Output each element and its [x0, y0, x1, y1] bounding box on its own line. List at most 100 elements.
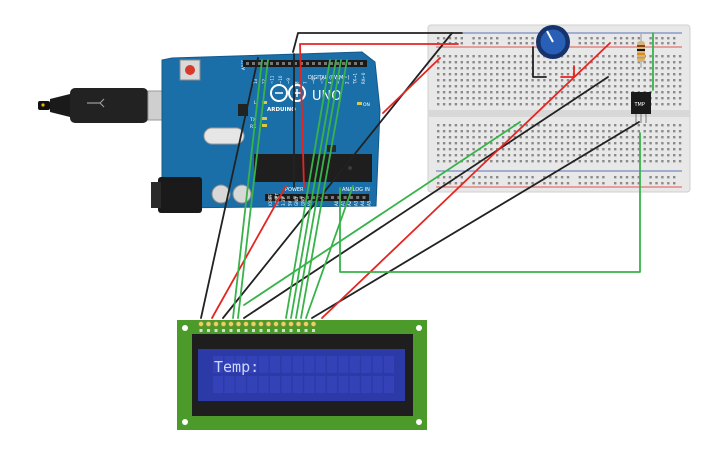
breadboard-hole[interactable]: [490, 103, 493, 106]
breadboard-hole[interactable]: [507, 160, 511, 163]
breadboard-hole[interactable]: [661, 97, 664, 100]
breadboard-hole[interactable]: [549, 61, 552, 64]
breadboard-hole[interactable]: [448, 160, 452, 163]
breadboard-hole[interactable]: [501, 142, 505, 145]
breadboard-hole[interactable]: [519, 97, 522, 100]
digital-header-pin[interactable]: [330, 62, 333, 65]
breadboard-hole[interactable]: [614, 61, 617, 64]
breadboard-rail-hole[interactable]: [496, 37, 499, 40]
breadboard-hole[interactable]: [519, 130, 522, 133]
breadboard-hole[interactable]: [619, 85, 623, 88]
breadboard-hole[interactable]: [437, 148, 440, 151]
breadboard-hole[interactable]: [531, 79, 534, 82]
digital-header-pin[interactable]: [354, 62, 357, 65]
breadboard-hole[interactable]: [655, 91, 658, 94]
breadboard-hole[interactable]: [643, 85, 646, 88]
breadboard-hole[interactable]: [507, 61, 511, 64]
power-analog-header-pin[interactable]: [331, 196, 334, 199]
breadboard-hole[interactable]: [578, 103, 581, 106]
breadboard-hole[interactable]: [448, 85, 452, 88]
breadboard-hole[interactable]: [442, 79, 446, 82]
breadboard-rail-hole[interactable]: [525, 42, 528, 45]
breadboard-hole[interactable]: [513, 79, 517, 82]
breadboard-rail-hole[interactable]: [614, 176, 617, 179]
lcd-pin[interactable]: [288, 321, 294, 327]
breadboard-hole[interactable]: [631, 79, 635, 82]
breadboard-hole[interactable]: [566, 160, 570, 163]
breadboard-hole[interactable]: [631, 148, 635, 151]
breadboard-hole[interactable]: [560, 130, 564, 133]
power-analog-header-pin[interactable]: [274, 196, 278, 199]
lcd-pin[interactable]: [213, 321, 219, 327]
breadboard-hole[interactable]: [596, 130, 599, 133]
breadboard-hole[interactable]: [584, 148, 587, 151]
breadboard-hole[interactable]: [460, 136, 463, 139]
breadboard-rail-hole[interactable]: [442, 182, 446, 185]
breadboard-hole[interactable]: [649, 61, 652, 64]
breadboard-hole[interactable]: [531, 142, 534, 145]
breadboard-hole[interactable]: [549, 160, 552, 163]
breadboard-hole[interactable]: [442, 142, 446, 145]
lcd-pin[interactable]: [265, 321, 272, 327]
breadboard-rail-hole[interactable]: [484, 176, 487, 179]
breadboard-hole[interactable]: [590, 136, 593, 139]
breadboard-hole[interactable]: [625, 142, 629, 145]
breadboard-rail-hole[interactable]: [655, 42, 658, 45]
breadboard-hole[interactable]: [543, 142, 546, 145]
breadboard-rail-hole[interactable]: [655, 176, 658, 179]
breadboard-hole[interactable]: [496, 124, 499, 127]
breadboard-hole[interactable]: [501, 124, 505, 127]
breadboard-rail-hole[interactable]: [472, 42, 475, 45]
breadboard-hole[interactable]: [437, 103, 440, 106]
breadboard-rail-hole[interactable]: [578, 37, 581, 40]
breadboard-hole[interactable]: [560, 97, 564, 100]
breadboard-hole[interactable]: [543, 61, 546, 64]
breadboard-hole[interactable]: [649, 136, 652, 139]
breadboard-hole[interactable]: [655, 97, 658, 100]
breadboard-rail-hole[interactable]: [490, 176, 493, 179]
breadboard-rail-hole[interactable]: [478, 42, 481, 45]
breadboard-hole[interactable]: [584, 85, 587, 88]
breadboard-hole[interactable]: [584, 55, 587, 58]
breadboard-hole[interactable]: [525, 73, 528, 76]
breadboard-hole[interactable]: [578, 91, 581, 94]
breadboard-hole[interactable]: [513, 97, 517, 100]
breadboard-hole[interactable]: [608, 67, 611, 70]
breadboard-rail-hole[interactable]: [590, 182, 593, 185]
breadboard-hole[interactable]: [454, 97, 458, 100]
breadboard-rail-hole[interactable]: [590, 37, 593, 40]
breadboard-hole[interactable]: [466, 136, 469, 139]
breadboard-hole[interactable]: [525, 67, 528, 70]
breadboard-hole[interactable]: [496, 97, 499, 100]
breadboard-hole[interactable]: [678, 148, 682, 151]
breadboard-hole[interactable]: [637, 160, 640, 163]
breadboard-hole[interactable]: [448, 73, 452, 76]
breadboard-hole[interactable]: [667, 55, 670, 58]
breadboard-hole[interactable]: [619, 79, 623, 82]
digital-header-pin[interactable]: [300, 62, 303, 65]
breadboard-hole[interactable]: [673, 142, 676, 145]
breadboard-hole[interactable]: [478, 130, 481, 133]
breadboard-hole[interactable]: [596, 160, 599, 163]
breadboard-hole[interactable]: [460, 55, 463, 58]
digital-header-pin[interactable]: [348, 62, 351, 65]
digital-header-pin[interactable]: [324, 62, 327, 65]
breadboard-rail-hole[interactable]: [478, 182, 481, 185]
breadboard-hole[interactable]: [643, 73, 646, 76]
breadboard-hole[interactable]: [572, 142, 576, 145]
breadboard-hole[interactable]: [460, 124, 463, 127]
breadboard-hole[interactable]: [466, 130, 469, 133]
breadboard-hole[interactable]: [578, 79, 581, 82]
breadboard-rail-hole[interactable]: [484, 182, 487, 185]
breadboard-hole[interactable]: [667, 136, 670, 139]
breadboard-rail-hole[interactable]: [584, 182, 587, 185]
breadboard-hole[interactable]: [625, 61, 629, 64]
breadboard-rail-hole[interactable]: [507, 182, 511, 185]
breadboard-hole[interactable]: [631, 73, 635, 76]
breadboard-hole[interactable]: [525, 85, 528, 88]
breadboard-hole[interactable]: [578, 160, 581, 163]
breadboard-hole[interactable]: [608, 79, 611, 82]
breadboard-hole[interactable]: [596, 73, 599, 76]
breadboard-hole[interactable]: [590, 124, 593, 127]
breadboard-hole[interactable]: [655, 85, 658, 88]
